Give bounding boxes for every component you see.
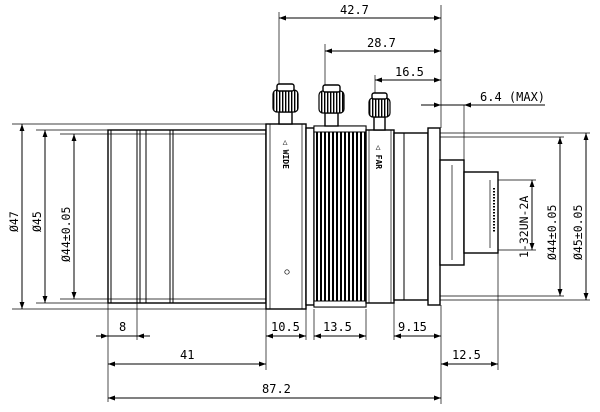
knurled-focus-ring (313, 125, 367, 308)
rear-housing (393, 132, 429, 301)
dim-iris-to-mount: 16.5 (395, 65, 424, 79)
dim-front-inner-diameter: Ø44±0.05 (59, 207, 73, 262)
dim-mount-thread-spec: 1-32UN-2A (517, 196, 531, 258)
front-barrel (107, 129, 267, 304)
mount-flange (427, 127, 441, 306)
dim-rear-outer-diameter: Ø45±0.05 (571, 205, 585, 260)
dim-mount-thread: 12.5 (452, 348, 481, 362)
dim-back-protrusion: 6.4 (MAX) (480, 90, 545, 104)
dim-front-outer-diameter: Ø47 (7, 211, 21, 232)
dim-front-barrel-diameter: Ø45 (30, 211, 44, 232)
dim-total-length: 87.2 (262, 382, 291, 396)
dim-zoom-section: 10.5 (271, 320, 300, 334)
dim-front-barrel: 41 (180, 348, 194, 362)
extension-lines (12, 5, 590, 404)
dim-overall-to-mount: 42.7 (340, 3, 369, 17)
vertical-dimensions: Ø47 Ø45 Ø44±0.05 1-32UN-2A Ø44±0.05 Ø45±… (7, 124, 589, 309)
iris-ring-marking: ◁ FAR (374, 145, 383, 169)
dim-focus-to-mount: 28.7 (367, 36, 396, 50)
dim-rear-inner-diameter: Ø44±0.05 (545, 205, 559, 260)
horizontal-dimensions: 42.7 28.7 16.5 6.4 (MAX) 8 41 10.5 13.5 … (96, 3, 545, 401)
index-dot (284, 269, 290, 275)
lens-body: ◁ WIDE ◁ FAR (107, 83, 499, 310)
dim-rear-section: 9.15 (398, 320, 427, 334)
zoom-ring-marking: ◁ WIDE (281, 140, 290, 169)
rear-element (463, 171, 499, 254)
iris-lock-screw (368, 92, 391, 131)
dim-front-collar: 8 (119, 320, 126, 334)
focus-lock-screw (318, 84, 345, 127)
zoom-lock-screw (272, 83, 299, 125)
dim-knurled-ring: 13.5 (323, 320, 352, 334)
